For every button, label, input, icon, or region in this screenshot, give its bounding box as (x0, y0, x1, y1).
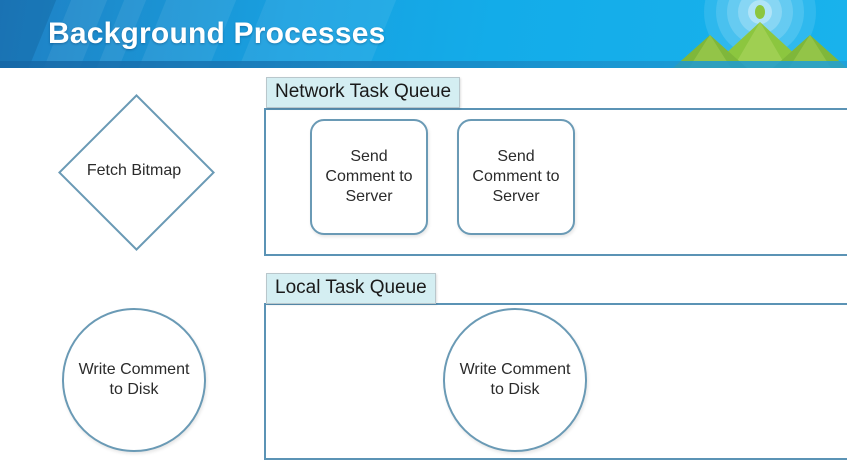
page-title: Background Processes (48, 17, 386, 50)
shape-label-fetch-bitmap: Fetch Bitmap (86, 161, 182, 179)
header-bottom-edge (0, 61, 847, 68)
shape-write-comment-to-disk-queued[interactable]: Write Comment to Disk (443, 308, 587, 452)
shape-fetch-bitmap[interactable]: Fetch Bitmap (57, 93, 215, 251)
shape-send-comment-to-server-1[interactable]: Send Comment to Server (310, 119, 428, 235)
local-task-queue-label: Local Task Queue (266, 273, 436, 304)
header-banner: Background Processes (0, 0, 847, 68)
shape-write-comment-to-disk[interactable]: Write Comment to Disk (62, 308, 206, 452)
shape-label-write-comment-to-disk-queued: Write Comment to Disk (459, 361, 571, 398)
network-task-queue-label: Network Task Queue (266, 77, 461, 108)
diagram-canvas: Fetch Bitmap Write Comment to Disk Netwo… (0, 68, 847, 469)
mountains-radio-waves-logo (647, 0, 847, 68)
shape-label-write-comment-to-disk: Write Comment to Disk (78, 361, 190, 398)
shape-label-send-comment-to-server-1: Send Comment to Server (325, 148, 413, 205)
shape-send-comment-to-server-2[interactable]: Send Comment to Server (457, 119, 575, 235)
shape-label-send-comment-to-server-2: Send Comment to Server (472, 148, 560, 205)
